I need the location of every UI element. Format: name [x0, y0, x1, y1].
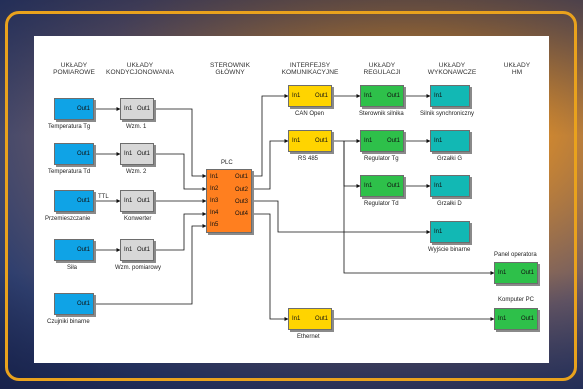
- label-ethernet: Ethernet: [297, 334, 320, 340]
- label-przemieszczanie: Przemieszczanie: [45, 216, 91, 222]
- link-wzm1-plc: [154, 108, 207, 178]
- label-konwerter: Konwerter: [124, 216, 152, 222]
- label-panel-operatora: Panel operatora: [494, 252, 537, 258]
- link-rs485-panel: [343, 141, 495, 275]
- link-wzmpom-plc: [154, 212, 207, 251]
- label-wyjscie-binarne: Wyjście binarne: [428, 247, 471, 253]
- sensor-temperatura-tg[interactable]: Out1: [54, 98, 94, 120]
- label-can-open: CAN Open: [295, 111, 325, 117]
- link-plc-rs485: [252, 139, 289, 190]
- slide-frame: [5, 11, 577, 381]
- label-sila: Siła: [67, 265, 78, 271]
- label-czujniki-binarne: Czujniki binarne: [47, 319, 90, 325]
- link-plc-canopen: [252, 94, 289, 177]
- label-grzalki-g: Grzałki G: [437, 156, 463, 162]
- sensor-czujniki-binarne[interactable]: Out1: [54, 293, 94, 315]
- label-sterownik-silnika: Sterownik silnika: [359, 111, 404, 117]
- label-temperatura-tg: Temperatura Tg: [48, 124, 91, 130]
- label-grzalki-d: Grzałki D: [437, 201, 462, 207]
- label-plc: PLC: [221, 160, 233, 166]
- sensor-temperatura-td[interactable]: Out1: [54, 143, 94, 165]
- label-silnik-synchroniczny: Silnik synchroniczny: [420, 111, 475, 117]
- link-czujniki-plc: [94, 224, 207, 305]
- actuator-wyjscie-binarne[interactable]: In1: [430, 221, 470, 243]
- label-temperatura-td: Temperatura Td: [48, 169, 91, 175]
- plc-block[interactable]: In1 In2 In3 In4 In5 Out1 Out2 Out3 Out4: [206, 169, 252, 233]
- connections: [94, 94, 495, 321]
- sensor-przemieszczanie[interactable]: Out1: [54, 190, 94, 212]
- label-rs485: RS 485: [298, 156, 319, 162]
- label-ttl: TTL: [98, 194, 109, 200]
- label-regulator-td: Regulator Td: [364, 201, 399, 207]
- label-regulator-tg: Regulator Tg: [364, 156, 399, 162]
- actuator-grzalki-g[interactable]: In1: [430, 130, 470, 152]
- actuator-grzalki-d[interactable]: In1: [430, 175, 470, 197]
- label-komputer-pc: Komputer PC: [498, 297, 535, 303]
- link-plc-ethernet: [252, 213, 289, 321]
- label-wzm-pomiarowy: Wzm. pomiarowy: [115, 265, 162, 271]
- actuator-silnik[interactable]: In1: [430, 85, 470, 107]
- link-plc-wyjscie: [252, 200, 431, 234]
- label-wzm1: Wzm. 1: [126, 124, 147, 130]
- sensor-sila[interactable]: Out1: [54, 239, 94, 261]
- link-rs485-regtd: [343, 141, 361, 188]
- label-wzm2: Wzm. 2: [126, 169, 147, 175]
- link-wzm2-plc: [154, 153, 207, 191]
